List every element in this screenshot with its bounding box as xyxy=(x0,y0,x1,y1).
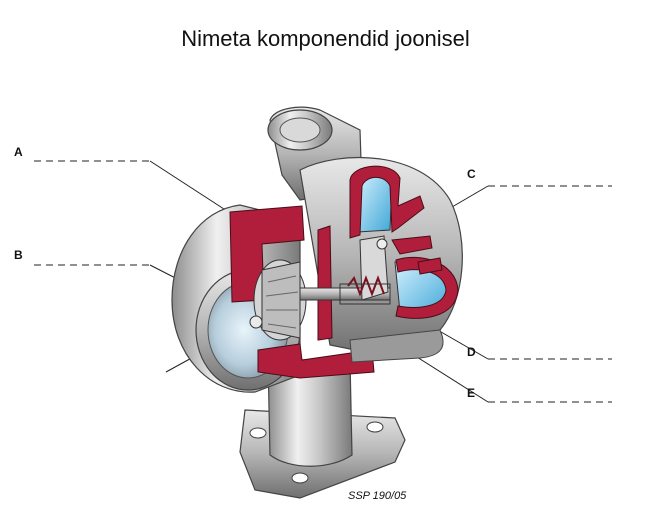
label-c: C xyxy=(467,167,476,181)
label-e: E xyxy=(467,386,475,400)
label-d: D xyxy=(467,345,476,359)
label-a: A xyxy=(14,145,23,159)
label-b: B xyxy=(14,248,23,262)
figure-caption: SSP 190/05 xyxy=(348,490,406,502)
